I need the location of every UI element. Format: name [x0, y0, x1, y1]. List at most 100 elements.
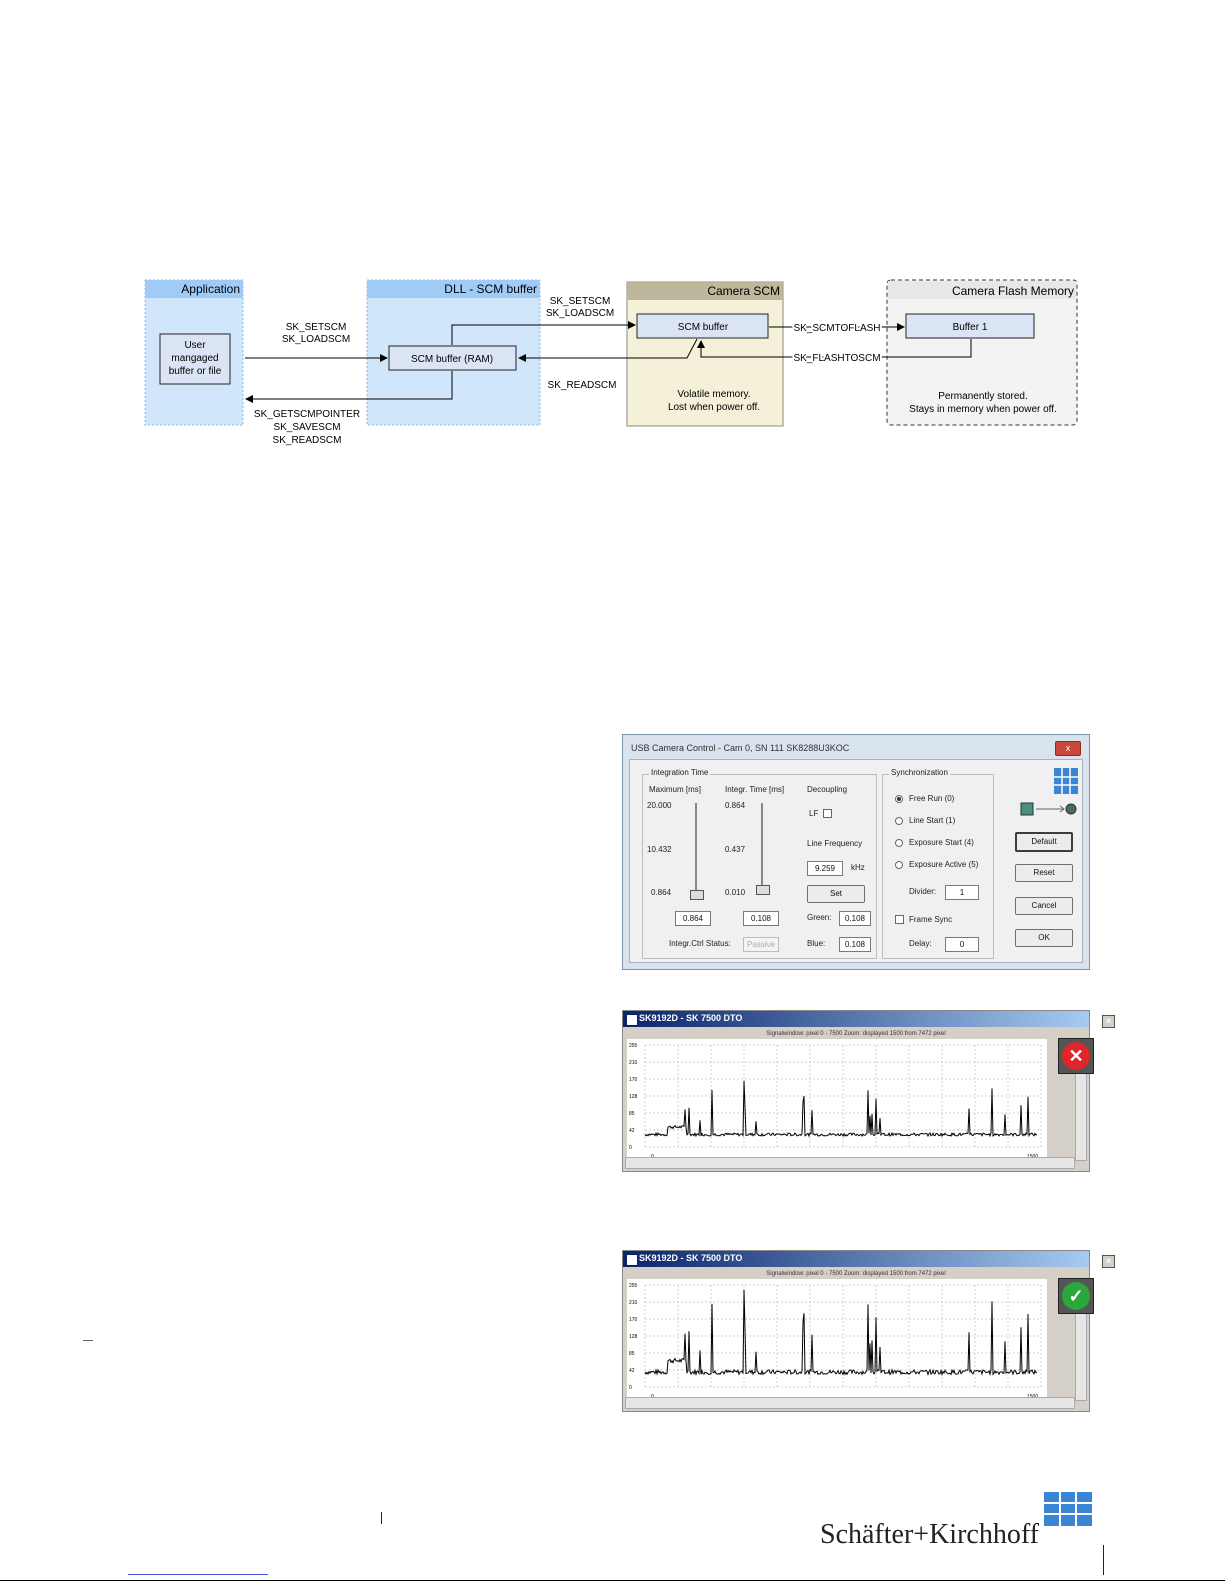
signal-window-1-title: SK9192D - SK 7500 DTO	[639, 1013, 743, 1023]
arrow-dll-to-camera: SK_SETSCM SK_LOADSCM	[451, 296, 636, 345]
y-tick: 210	[629, 1300, 638, 1306]
integr-tick-bottom: 0.010	[725, 888, 746, 897]
camera-scm-panel: Camera SCM SCM buffer Volatile memory. L…	[626, 281, 784, 427]
integr-time-label: Integr. Time [ms]	[725, 785, 785, 794]
integr-time-slider-thumb[interactable]	[756, 885, 770, 895]
footer-divider	[381, 1512, 382, 1524]
footer-line	[0, 1580, 1225, 1581]
svg-text:SK_READSCM: SK_READSCM	[273, 435, 342, 446]
free-run-radio[interactable]	[895, 795, 903, 803]
arrow-dll-to-app: SK_GETSCMPOINTER SK_SAVESCM SK_READSCM	[245, 371, 453, 446]
camera-control-dialog: USB Camera Control - Cam 0, SN 111 SK828…	[622, 734, 1090, 970]
y-tick: 170	[629, 1317, 638, 1323]
line-frequency-field[interactable]: 9.259	[807, 861, 843, 876]
svg-text:SK_READSCM: SK_READSCM	[548, 380, 617, 391]
y-tick: 170	[629, 1077, 638, 1083]
frame-sync-checkbox[interactable]	[895, 915, 904, 924]
horizontal-scrollbar[interactable]	[625, 1157, 1075, 1169]
signal-trace	[644, 1080, 1038, 1138]
delay-field[interactable]: 0	[945, 937, 979, 952]
svg-text:SK_LOADSCM: SK_LOADSCM	[282, 334, 350, 345]
signal-plot-2: 255 210 170 128 85 42 0 0 1500	[627, 1279, 1047, 1401]
synchronization-group: Synchronization Free Run (0) Line Start …	[882, 768, 994, 959]
set-button[interactable]: Set	[807, 885, 865, 903]
maximum-slider[interactable]	[695, 803, 697, 895]
dll-panel: DLL - SCM buffer SCM buffer (RAM)	[366, 279, 541, 426]
success-badge: ✓	[1058, 1278, 1094, 1314]
dll-buffer-label: SCM buffer (RAM)	[411, 354, 493, 365]
integr-tick-top: 0.864	[725, 801, 746, 810]
flash-note-line1: Permanently stored.	[938, 391, 1028, 402]
close-icon[interactable]: ×	[1102, 1255, 1115, 1268]
page-edge-mark	[1103, 1545, 1104, 1575]
green-label: Green:	[807, 913, 832, 922]
scm-buffer-diagram: Application User mangaged buffer or file…	[144, 279, 1078, 446]
flash-title: Camera Flash Memory	[952, 284, 1074, 298]
close-icon[interactable]: ×	[1102, 1015, 1115, 1028]
exposure-start-radio[interactable]	[895, 839, 903, 847]
user-buffer-line1: User	[184, 340, 206, 351]
y-tick: 42	[629, 1128, 635, 1134]
integration-time-group: Integration Time Maximum [ms] Integr. Ti…	[642, 768, 877, 959]
maximum-value-field[interactable]: 0.864	[675, 911, 711, 926]
page-mark	[83, 1340, 93, 1341]
maximum-slider-thumb[interactable]	[690, 890, 704, 900]
default-button[interactable]: Default	[1015, 832, 1073, 852]
camera-connection-icon	[1020, 802, 1077, 816]
exposure-active-radio[interactable]	[895, 861, 903, 869]
signal-window-2-header: Signalwindow: pixel 0 - 7500 Zoom: displ…	[766, 1271, 946, 1277]
khz-unit: kHz	[851, 863, 865, 872]
max-tick-bottom: 0.864	[651, 888, 672, 897]
close-icon[interactable]: x	[1055, 741, 1081, 756]
frame-sync-label: Frame Sync	[909, 915, 953, 924]
cancel-button[interactable]: Cancel	[1015, 897, 1073, 915]
horizontal-scrollbar[interactable]	[625, 1397, 1075, 1409]
signal-window-1: SK9192D - SK 7500 DTO _□× Signalwindow: …	[622, 1010, 1115, 1172]
line-start-label: Line Start (1)	[909, 816, 956, 825]
y-tick: 255	[629, 1283, 638, 1289]
checkmark-icon: ✓	[1062, 1282, 1090, 1310]
y-tick: 210	[629, 1060, 638, 1066]
blue-value-field[interactable]: 0.108	[839, 937, 871, 952]
company-logo-text: Schäfter+Kirchhoff	[820, 1519, 1039, 1550]
lf-checkbox[interactable]	[823, 809, 832, 818]
flash-panel: Camera Flash Memory Buffer 1 Permanently…	[886, 279, 1078, 426]
sk-logo-icon	[1054, 768, 1078, 794]
arrow-camera-to-dll: SK_READSCM	[518, 338, 698, 391]
integration-time-title: Integration Time	[649, 768, 711, 777]
divider-label: Divider:	[909, 887, 937, 896]
integr-time-slider[interactable]	[761, 803, 763, 895]
line-start-radio[interactable]	[895, 817, 903, 825]
dll-title: DLL - SCM buffer	[444, 282, 537, 296]
integr-time-value-field[interactable]: 0.108	[743, 911, 779, 926]
free-run-label: Free Run (0)	[909, 794, 955, 803]
max-tick-mid: 10.432	[647, 845, 672, 854]
signal-window-2: SK9192D - SK 7500 DTO _□× Signalwindow: …	[622, 1250, 1115, 1412]
blue-label: Blue:	[807, 939, 826, 948]
application-title: Application	[181, 282, 240, 296]
green-value-field[interactable]: 0.108	[839, 911, 871, 926]
lf-label: LF	[809, 809, 819, 818]
maximum-label: Maximum [ms]	[649, 785, 701, 794]
arrow-camera-to-flash: SK_SCMTOFLASH	[769, 321, 905, 336]
integr-tick-mid: 0.437	[725, 845, 746, 854]
svg-text:SK_SETSCM: SK_SETSCM	[286, 322, 347, 333]
decoupling-label: Decoupling	[807, 785, 848, 794]
app-icon	[626, 1254, 638, 1266]
error-x-icon: ✕	[1062, 1042, 1090, 1070]
user-buffer-line3: buffer or file	[169, 366, 222, 377]
y-tick: 85	[629, 1111, 635, 1117]
error-badge: ✕	[1058, 1038, 1094, 1074]
volatile-note-line1: Volatile memory.	[677, 389, 750, 400]
y-tick: 42	[629, 1368, 635, 1374]
y-tick: 128	[629, 1334, 638, 1340]
y-tick: 0	[629, 1385, 632, 1391]
svg-text:SK_SAVESCM: SK_SAVESCM	[273, 422, 340, 433]
footer-link[interactable]	[128, 1574, 268, 1575]
app-icon	[626, 1014, 638, 1026]
ok-button[interactable]: OK	[1015, 929, 1073, 947]
exposure-active-label: Exposure Active (5)	[909, 860, 979, 869]
reset-button[interactable]: Reset	[1015, 864, 1073, 882]
divider-field[interactable]: 1	[945, 885, 979, 900]
integr-ctrl-status-label: Integr.Ctrl Status:	[669, 939, 731, 948]
